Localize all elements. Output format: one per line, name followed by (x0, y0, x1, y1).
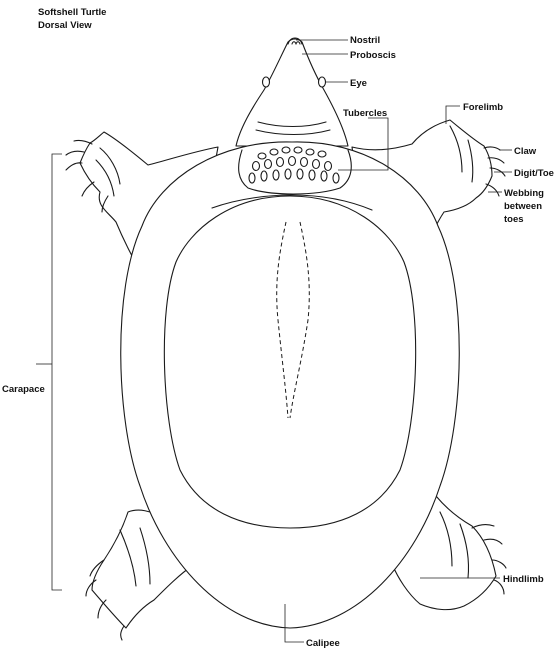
label-webbing-line2: between (504, 201, 542, 212)
label-nostril: Nostril (350, 35, 380, 46)
turtle-drawing (66, 38, 506, 640)
label-eye: Eye (350, 78, 367, 89)
label-webbing-line3: toes (504, 214, 524, 225)
left-fore-claw (66, 163, 82, 170)
label-proboscis: Proboscis (350, 50, 396, 61)
label-webbing-line1: Webbing (504, 188, 544, 199)
left-fore-claw (66, 151, 84, 155)
right-hind-claw (472, 525, 494, 528)
right-fore-claw (486, 184, 499, 196)
label-digit-toe: Digit/Toe (514, 168, 554, 179)
label-hindlimb: Hindlimb (503, 574, 544, 585)
head-neck (236, 39, 348, 146)
label-tubercles: Tubercles (343, 108, 387, 119)
diagram-title-line2: Dorsal View (38, 20, 92, 31)
eye-right (319, 77, 326, 87)
label-calipee: Calipee (306, 638, 340, 649)
left-fore-claw (82, 182, 94, 196)
label-carapace: Carapace (2, 384, 45, 395)
eye-left (263, 77, 270, 87)
label-forelimb: Forelimb (463, 102, 503, 113)
diagram-title-line1: Softshell Turtle (38, 7, 106, 18)
carapace-bracket (36, 154, 62, 590)
label-claw: Claw (514, 146, 537, 157)
left-hind-claw (121, 626, 124, 640)
right-hind-claw (484, 539, 502, 544)
